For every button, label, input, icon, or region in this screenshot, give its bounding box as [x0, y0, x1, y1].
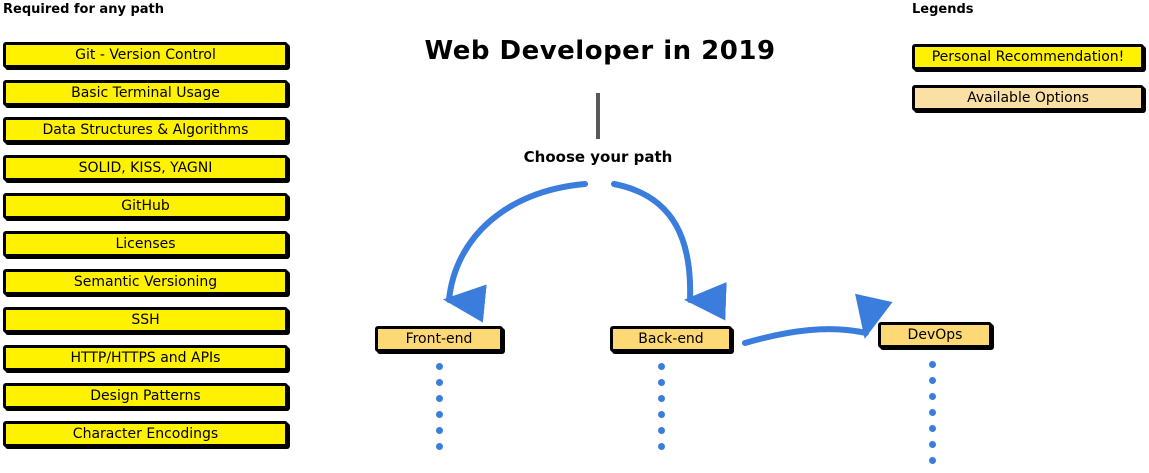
required-skill-box[interactable]: Licenses — [3, 231, 288, 257]
continuation-dot — [436, 363, 443, 370]
continuation-dot — [658, 363, 665, 370]
stem-connector-line — [596, 93, 600, 139]
legend-panel: Legends Personal Recommendation! Availab… — [908, 0, 1149, 130]
continuation-dot — [929, 361, 936, 368]
continuation-dot — [929, 393, 936, 400]
required-skill-box[interactable]: SSH — [3, 307, 288, 333]
page-title: Web Developer in 2019 — [424, 36, 776, 66]
continuation-dot — [658, 395, 665, 402]
required-skill-box[interactable]: Data Structures & Algorithms — [3, 117, 288, 143]
required-skill-box[interactable]: HTTP/HTTPS and APIs — [3, 345, 288, 371]
path-box-devops[interactable]: DevOps — [878, 322, 992, 348]
continuation-dot — [436, 443, 443, 450]
required-skill-box[interactable]: Basic Terminal Usage — [3, 80, 288, 106]
continuation-dot — [436, 395, 443, 402]
continuation-dot — [436, 379, 443, 386]
required-skill-box[interactable]: Semantic Versioning — [3, 269, 288, 295]
continuation-dot — [929, 441, 936, 448]
legend-heading: Legends — [912, 2, 974, 17]
required-skill-box[interactable]: GitHub — [3, 193, 288, 219]
continuation-dot — [436, 411, 443, 418]
dotted-continuation-front-end — [436, 363, 443, 459]
continuation-dot — [929, 425, 936, 432]
legend-item-personal-recommendation: Personal Recommendation! — [912, 44, 1144, 70]
required-skills-heading: Required for any path — [3, 2, 165, 17]
required-skill-box[interactable]: Character Encodings — [3, 421, 288, 447]
choose-path-label: Choose your path — [523, 148, 673, 166]
continuation-dot — [658, 443, 665, 450]
continuation-dot — [658, 411, 665, 418]
continuation-dot — [658, 379, 665, 386]
continuation-dot — [929, 457, 936, 464]
continuation-dot — [436, 427, 443, 434]
continuation-dot — [658, 427, 665, 434]
required-skill-box[interactable]: SOLID, KISS, YAGNI — [3, 155, 288, 181]
required-skill-box[interactable]: Design Patterns — [3, 383, 288, 409]
continuation-dot — [929, 377, 936, 384]
dotted-continuation-devops — [929, 361, 936, 473]
path-box-back-end[interactable]: Back-end — [610, 326, 732, 352]
continuation-dot — [929, 409, 936, 416]
path-box-front-end[interactable]: Front-end — [375, 326, 503, 352]
required-skills-column: Required for any path Git - Version Cont… — [0, 0, 300, 460]
required-skill-box[interactable]: Git - Version Control — [3, 42, 288, 68]
legend-item-available-options: Available Options — [912, 85, 1144, 111]
dotted-continuation-back-end — [658, 363, 665, 459]
